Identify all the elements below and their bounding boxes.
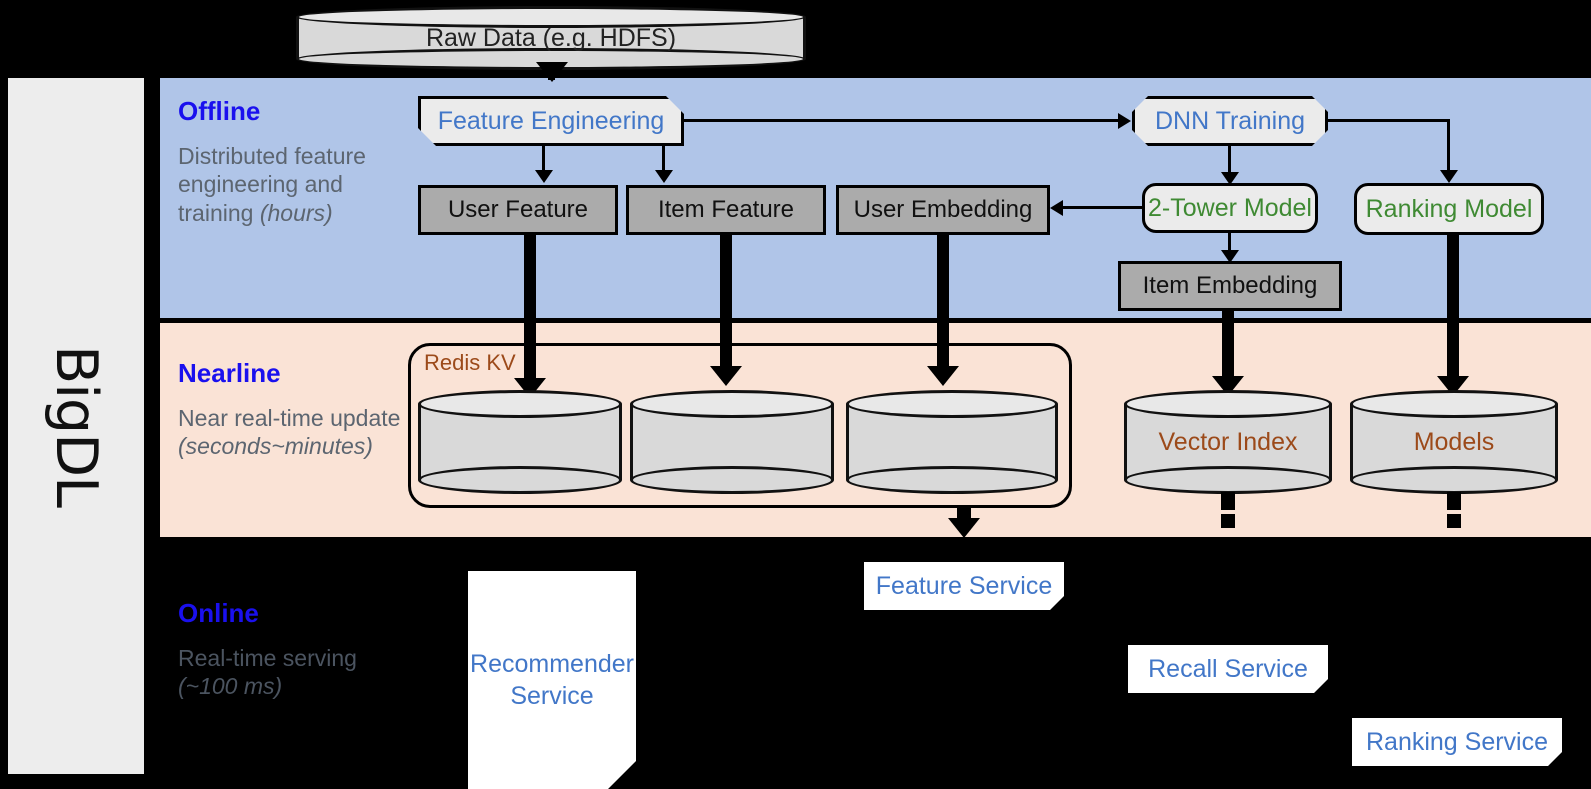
arrowhead-dnn-to-ranking [1440, 170, 1458, 183]
connector-dnn-to-ranking-v [1447, 119, 1450, 177]
node-dnn-training[interactable]: DNN Training [1132, 96, 1328, 146]
store-models-label: Models [1413, 427, 1495, 456]
raw-data-label: Raw Data (e.g. HDFS) [425, 23, 677, 52]
group-redis-kv [408, 343, 1072, 508]
arrowhead-two-tower-to-item-embedding [1221, 250, 1239, 263]
arrowhead-fe-to-user-feature [535, 170, 553, 183]
store-user-feature-label [418, 390, 622, 494]
band-subtitle-nearline-text: Near real-time update [178, 405, 401, 431]
cylinder-bottom [1350, 466, 1558, 494]
band-title-nearline: Nearline [178, 358, 281, 388]
node-dnn-training-label: DNN Training [1154, 106, 1306, 135]
arrowhead-redis-to-feature-service [948, 518, 980, 538]
pipe-vector-index-to-recall-service-a [1221, 492, 1235, 510]
store-user-feature-cylinder[interactable] [418, 390, 622, 494]
arrowhead-dnn-to-two-tower [1221, 172, 1239, 185]
arrowhead-fe-to-dnn [1118, 113, 1131, 129]
cylinder-top [846, 390, 1058, 418]
cylinder-bottom [418, 466, 622, 494]
pipe-redis-to-feature-service [957, 506, 971, 520]
pipe-user-feature-to-store [524, 235, 536, 391]
node-user-feature-label: User Feature [447, 196, 589, 223]
band-subtitle-nearline: Near real-time update (seconds~minutes) [178, 404, 413, 461]
connector-fe-to-item-feature [662, 146, 665, 172]
node-feature-service-label: Feature Service [875, 571, 1053, 600]
node-recommender-service[interactable]: Recommender Service [468, 571, 636, 789]
cylinder-bottom [630, 466, 834, 494]
cylinder-bottom [846, 466, 1058, 494]
node-item-embedding-label: Item Embedding [1142, 272, 1318, 299]
pipe-models-to-ranking-service-a [1447, 492, 1461, 510]
node-ranking-service-label: Ranking Service [1365, 727, 1549, 756]
connector-fe-to-dnn [684, 119, 1118, 122]
node-ranking-model[interactable]: Ranking Model [1354, 183, 1544, 235]
pipe-item-embedding-to-vector-index [1222, 311, 1234, 388]
node-recall-service-label: Recall Service [1148, 654, 1308, 683]
node-ranking-service[interactable]: Ranking Service [1352, 718, 1562, 766]
node-recommender-service-line1: Recommender [470, 649, 634, 678]
band-subtitle-nearline-emphasis: (seconds~minutes) [178, 433, 373, 460]
cylinder-top [630, 390, 834, 418]
node-user-embedding-label: User Embedding [853, 196, 1033, 223]
cylinder-top [296, 6, 806, 28]
store-item-feature-cylinder[interactable] [630, 390, 834, 494]
pipe-user-embedding-to-store [937, 235, 949, 378]
connector-two-tower-to-item-embedding [1228, 233, 1231, 259]
cylinder-top [1124, 390, 1332, 418]
bigdl-framework-sidebar: BigDL [8, 78, 144, 774]
raw-data-cylinder: Raw Data (e.g. HDFS) [296, 6, 806, 70]
node-item-embedding[interactable]: Item Embedding [1118, 261, 1342, 311]
band-title-online: Online [178, 598, 259, 628]
band-subtitle-offline-text: Distributed feature engineering and trai… [178, 143, 366, 226]
node-recall-service[interactable]: Recall Service [1128, 645, 1328, 693]
store-models-cylinder[interactable]: Models [1350, 390, 1558, 494]
node-two-tower-model-label: 2-Tower Model [1148, 193, 1312, 222]
arrowhead-two-tower-to-user-embedding [1050, 200, 1063, 216]
arrowhead-rawdata-to-fe [536, 62, 568, 82]
store-vector-index-cylinder[interactable]: Vector Index [1124, 390, 1332, 494]
node-user-embedding[interactable]: User Embedding [836, 185, 1050, 235]
node-feature-service[interactable]: Feature Service [864, 562, 1064, 610]
band-title-offline: Offline [178, 96, 261, 126]
node-ranking-model-label: Ranking Model [1365, 194, 1533, 223]
store-item-feature-label [630, 390, 834, 494]
band-subtitle-offline-emphasis: (hours) [259, 199, 333, 226]
node-recommender-service-line2: Service [510, 682, 594, 710]
arrowhead-user-embedding-to-store [927, 366, 959, 386]
arrowhead-fe-to-item-feature [655, 170, 673, 183]
group-redis-kv-label: Redis KV [424, 350, 516, 375]
band-subtitle-online: Real-time serving (~100 ms) [178, 644, 398, 701]
store-vector-index-label: Vector Index [1158, 427, 1298, 456]
node-feature-engineering[interactable]: Feature Engineering [418, 96, 684, 146]
store-user-embedding-label [846, 390, 1058, 494]
bigdl-label: BigDL [43, 345, 109, 507]
band-subtitle-online-text: Real-time serving [178, 645, 357, 671]
node-two-tower-model[interactable]: 2-Tower Model [1142, 183, 1318, 233]
pipe-vector-index-to-recall-service-b [1221, 514, 1235, 528]
pipe-item-feature-to-store [720, 235, 732, 378]
node-item-feature-label: Item Feature [657, 196, 795, 223]
store-user-embedding-cylinder[interactable] [846, 390, 1058, 494]
connector-two-tower-to-user-embedding [1062, 206, 1144, 209]
pipe-ranking-model-to-models [1447, 235, 1459, 388]
connector-fe-to-user-feature [542, 146, 545, 172]
connector-dnn-to-ranking-h [1328, 119, 1450, 122]
band-subtitle-online-emphasis: (~100 ms) [178, 673, 283, 700]
node-feature-engineering-label: Feature Engineering [437, 106, 665, 135]
pipe-models-to-ranking-service-b [1447, 514, 1461, 528]
node-user-feature[interactable]: User Feature [418, 185, 618, 235]
arrowhead-item-feature-to-store [710, 366, 742, 386]
band-subtitle-offline: Distributed feature engineering and trai… [178, 142, 403, 227]
connector-dnn-to-two-tower [1228, 146, 1231, 178]
cylinder-top [418, 390, 622, 418]
node-item-feature[interactable]: Item Feature [626, 185, 826, 235]
cylinder-top [1350, 390, 1558, 418]
